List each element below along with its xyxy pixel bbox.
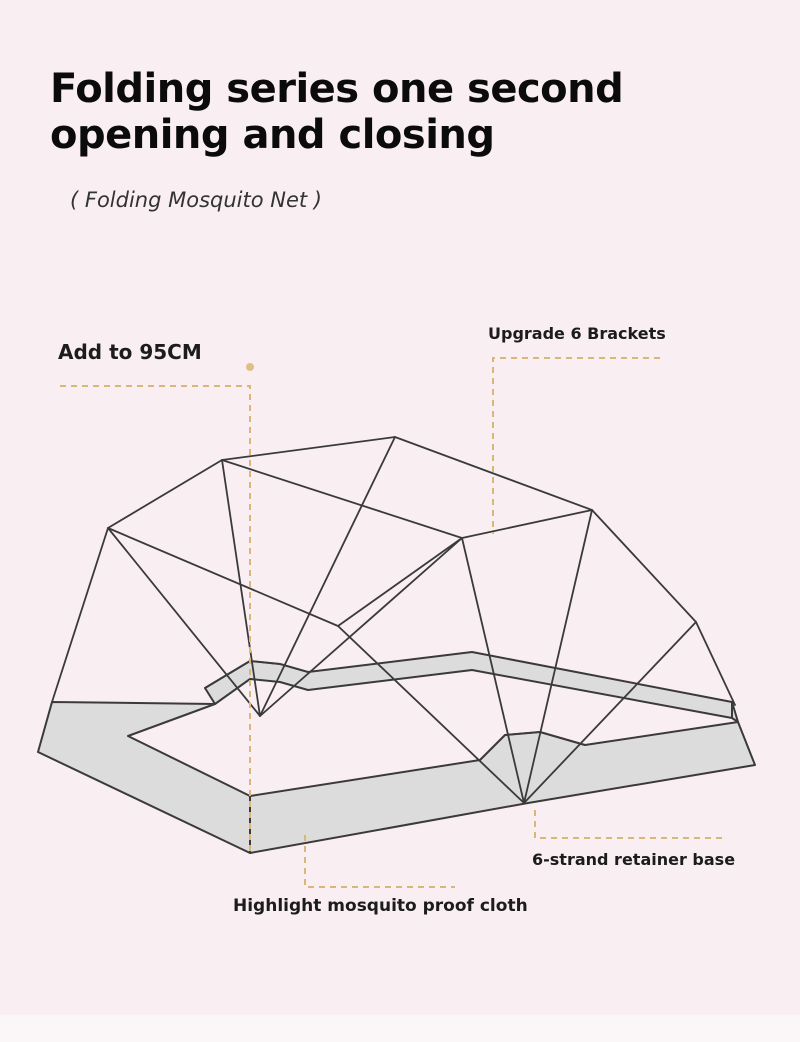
bracket-8 — [259, 537, 463, 717]
callout-height: Add to 95CM — [58, 340, 202, 364]
cloth-leader — [304, 835, 455, 888]
brackets-leader — [492, 357, 660, 534]
net-frame — [51, 436, 736, 804]
leader-lines — [60, 357, 722, 888]
base-front-rail — [249, 721, 756, 854]
bracket-5 — [461, 537, 525, 804]
bracket-3 — [259, 436, 396, 717]
frame-ridge — [221, 459, 463, 539]
height-marker-dot — [246, 363, 254, 371]
title-line-2: opening and closing — [50, 112, 495, 158]
base-left-rail — [37, 701, 251, 854]
base-mid-right — [479, 731, 586, 761]
callout-brackets: Upgrade 6 Brackets — [488, 324, 666, 343]
base-back-rail — [204, 651, 733, 719]
callout-base: 6-strand retainer base — [532, 850, 736, 869]
height-leader — [60, 385, 251, 852]
callout-cloth: Highlight mosquito proof cloth — [233, 896, 528, 916]
frame-front-arch — [107, 509, 593, 627]
title-line-1: Folding series one second — [50, 66, 624, 112]
page-title: Folding series one second opening and cl… — [50, 66, 624, 158]
base-right-rail — [731, 701, 739, 723]
bracket-2 — [221, 459, 261, 717]
bottom-strip — [0, 1015, 800, 1042]
base-leader — [534, 810, 722, 839]
bracket-1 — [107, 527, 261, 717]
product-subtitle: ( Folding Mosquito Net ) — [70, 188, 322, 212]
bracket-6 — [523, 509, 593, 804]
bracket-7 — [523, 621, 697, 804]
bracket-4 — [337, 625, 525, 804]
